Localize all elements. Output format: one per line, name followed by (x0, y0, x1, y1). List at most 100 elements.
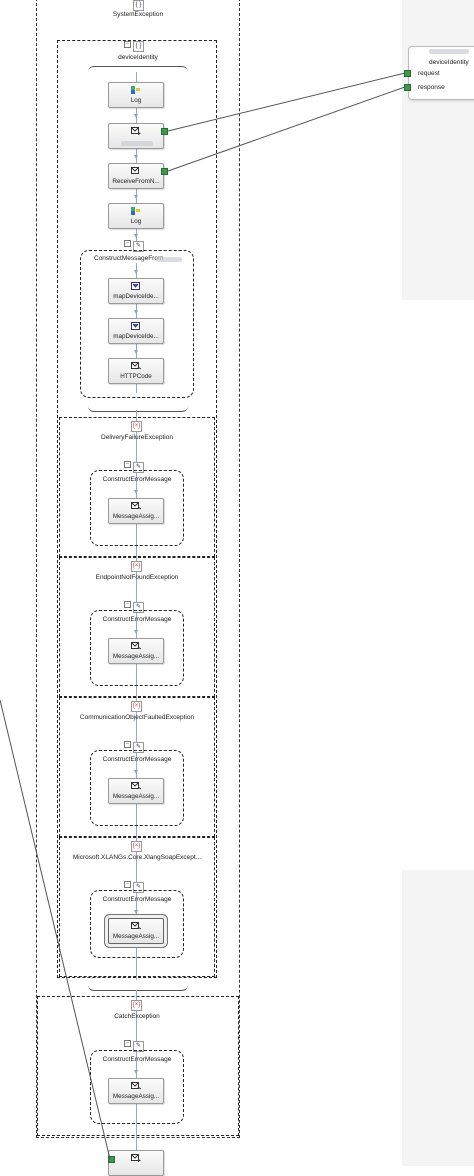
port-surface-bottom (402, 870, 474, 1166)
message-assign-icon (131, 362, 141, 370)
arrow (134, 310, 138, 314)
send-label-redacted (121, 141, 153, 146)
arrow (134, 195, 138, 199)
send-port-connector[interactable] (161, 128, 168, 135)
message-assign-shape[interactable]: MessageAssig... (108, 1078, 164, 1104)
collapse-device-scope-icon[interactable]: − (124, 41, 131, 48)
construct-error-label[interactable]: ConstructErrorMessage (102, 1056, 172, 1063)
system-exception-label[interactable]: SystemException (112, 11, 164, 18)
device-identity-scope (57, 40, 217, 978)
arrow (134, 630, 138, 634)
message-assign-icon (131, 922, 141, 930)
map-shape-2[interactable]: mapDeviceIde... (108, 318, 164, 344)
construct-error-block (90, 750, 184, 826)
receive-message-icon (131, 167, 139, 174)
final-send-to-port-line (0, 699, 111, 1160)
outer-scope (36, 0, 240, 1138)
exception-icon: {×} (131, 841, 142, 852)
construct-message-block (80, 250, 194, 398)
construct-error-label[interactable]: ConstructErrorMessage (102, 616, 172, 623)
construct-icon: ✎ (133, 241, 144, 252)
message-assign-shape-selected[interactable]: MessageAssig... (108, 918, 164, 944)
construct-error-block (90, 470, 184, 546)
final-send-port-connector[interactable] (108, 1156, 115, 1163)
transform-icon (131, 282, 140, 290)
system-exception-icon: { } (133, 0, 144, 11)
message-assign-icon (131, 782, 141, 790)
exception-icon: {×} (131, 421, 142, 432)
transform-icon (131, 322, 140, 330)
device-identity-label[interactable]: deviceIdentity (118, 54, 158, 61)
collapse-icon[interactable]: − (124, 461, 131, 468)
construct-error-block (90, 1050, 184, 1124)
construct-error-block (90, 610, 184, 686)
message-assign-shape[interactable]: MessageAssig... (108, 498, 164, 524)
construct-error-label[interactable]: ConstructErrorMessage (102, 476, 172, 483)
send-shape[interactable] (108, 123, 164, 149)
scope-icon: { } (133, 41, 144, 52)
message-assign-icon (131, 642, 141, 650)
port-response-label[interactable]: response (418, 84, 445, 91)
xlang-soap-block (59, 837, 215, 977)
comm-faulted-label[interactable]: CommunicationObjectFaultedException (79, 714, 195, 721)
catch-exception-block (37, 996, 239, 1136)
construct-icon: ✎ (133, 462, 144, 473)
flow-line (136, 72, 137, 252)
construct-icon: ✎ (133, 1041, 144, 1052)
scope-brace-top (88, 66, 188, 72)
arrow (134, 234, 138, 238)
collapse-icon[interactable]: − (124, 601, 131, 608)
message-assign-icon (131, 1082, 141, 1090)
send-to-request-line (167, 72, 406, 132)
exception-icon: {×} (131, 1000, 142, 1011)
expression-icon (131, 207, 140, 215)
arrow (134, 490, 138, 494)
construct-label-redacted (156, 257, 182, 262)
arrow (134, 350, 138, 354)
collapse-construct-icon[interactable]: − (124, 240, 131, 247)
arrow (134, 910, 138, 914)
collapse-icon[interactable]: − (124, 1040, 131, 1047)
send-message-icon (131, 127, 141, 135)
delivery-failure-label[interactable]: DeliveryFailureException (101, 434, 173, 441)
endpoint-not-found-block (59, 557, 215, 697)
port-box[interactable]: deviceIdentity request response (408, 46, 474, 100)
message-assign-shape[interactable]: MessageAssig... (108, 778, 164, 804)
arrow (134, 1070, 138, 1074)
construct-error-label[interactable]: ConstructErrorMessage (102, 756, 172, 763)
construct-icon: ✎ (133, 882, 144, 893)
exception-icon: {×} (131, 701, 142, 712)
receive-port-connector[interactable] (161, 168, 168, 175)
arrow (134, 770, 138, 774)
construct-error-label[interactable]: ConstructErrorMessage (102, 896, 172, 903)
arrow (134, 114, 138, 118)
expression-icon (131, 86, 140, 94)
exception-icon: {×} (131, 561, 142, 572)
send-message-icon (131, 1154, 141, 1162)
collapse-icon[interactable]: − (124, 741, 131, 748)
message-assign-icon (131, 502, 141, 510)
arrow (134, 270, 138, 274)
construct-message-label[interactable]: ConstructMessageFrom (94, 255, 164, 262)
catch-exception-label[interactable]: CatchException (114, 1013, 160, 1020)
construct-icon: ✎ (133, 602, 144, 613)
port-operation-name: deviceIdentity (429, 59, 469, 66)
comm-faulted-block (59, 697, 215, 837)
receive-to-response-line (167, 86, 406, 172)
log-shape-1[interactable]: Log (108, 82, 164, 108)
scope-brace-bottom (88, 406, 188, 412)
message-assign-shape[interactable]: MessageAssig... (108, 638, 164, 664)
port-title-redacted (429, 49, 469, 54)
delivery-failure-block (59, 417, 215, 557)
log-shape-2[interactable]: Log (108, 203, 164, 229)
xlang-soap-label[interactable]: Microsoft.XLANGs.Core.XlangSoapExcept... (72, 854, 202, 861)
receive-shape[interactable]: ReceiveFromN... (108, 163, 164, 189)
collapse-icon[interactable]: − (124, 881, 131, 888)
endpoint-not-found-label[interactable]: EndpointNotFoundException (95, 574, 179, 581)
http-code-shape[interactable]: HTTPCode (108, 358, 164, 384)
port-request-label[interactable]: request (418, 70, 440, 77)
scope-brace-bottom (88, 985, 188, 991)
map-shape-1[interactable]: mapDeviceIde... (108, 278, 164, 304)
flow-line (136, 410, 137, 980)
